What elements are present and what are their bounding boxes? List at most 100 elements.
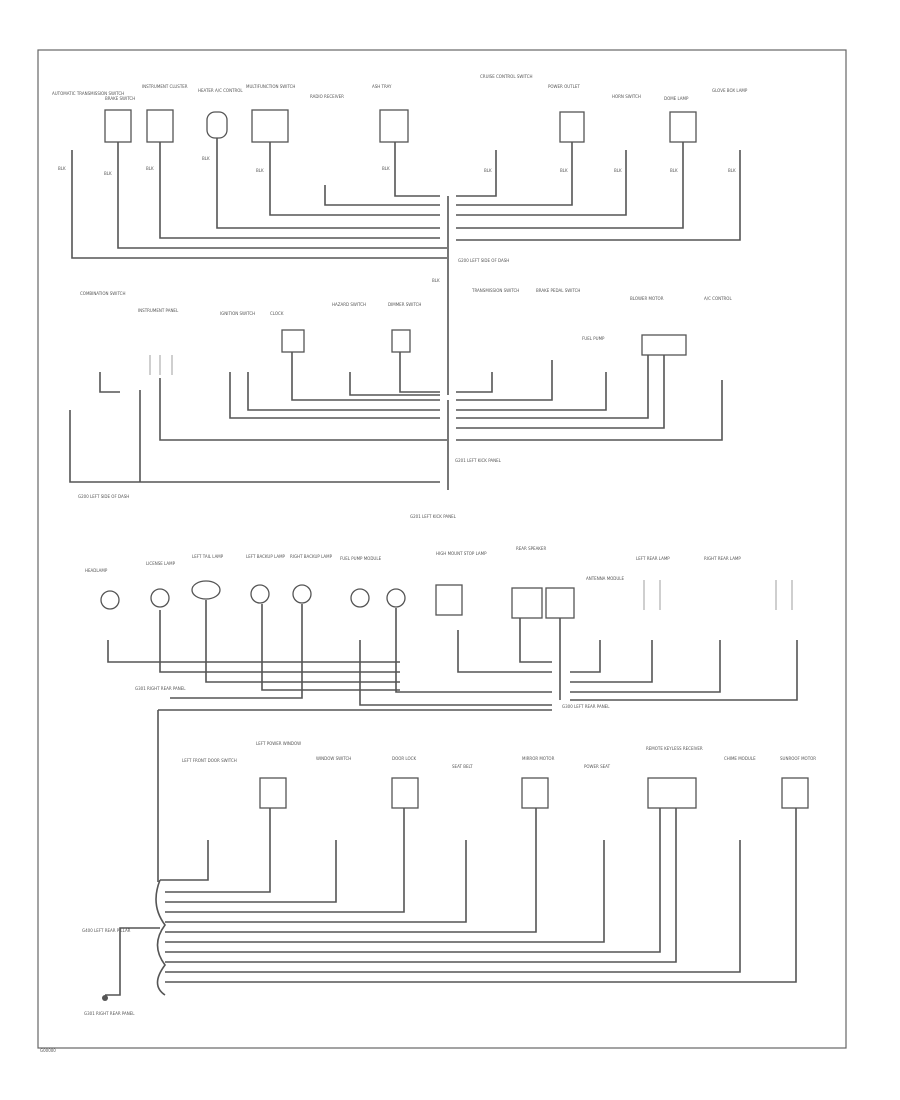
connector-pins — [149, 355, 173, 375]
component-label: BLOWER MOTOR — [630, 296, 664, 301]
component-label: DOOR LOCK — [392, 756, 416, 761]
component-label: DIMMER SWITCH — [388, 302, 421, 307]
wire — [456, 355, 649, 419]
component-label: LEFT POWER WINDOW — [256, 741, 301, 746]
section-4: LEFT FRONT DOOR SWITCH LEFT POWER WINDOW… — [82, 710, 816, 1016]
wire — [160, 840, 209, 881]
wire — [165, 808, 271, 893]
wire — [394, 142, 440, 197]
wire — [359, 640, 552, 706]
ground-point — [102, 995, 108, 1001]
component-label: CLOCK — [270, 311, 284, 316]
wire — [269, 142, 440, 216]
wire-color-label: BLK — [382, 166, 390, 171]
component-label: FUEL PUMP MODULE — [340, 556, 382, 561]
component-label: REMOTE KEYLESS RECEIVER — [646, 746, 703, 751]
component-box — [206, 111, 228, 139]
component-label: WINDOW SWITCH — [316, 756, 351, 761]
wire-color-label: BLK — [728, 168, 736, 173]
component-label: CRUISE CONTROL SWITCH — [480, 74, 533, 79]
diagram-frame — [37, 49, 847, 1049]
wire-color-label: BLK — [58, 166, 66, 171]
wire-color-label: BLK — [146, 166, 154, 171]
component-label: FUEL PUMP — [582, 336, 605, 341]
wire — [456, 142, 684, 229]
component-label: GLOVE BOX LAMP — [712, 88, 748, 93]
component-label: RIGHT BACKUP LAMP — [290, 554, 333, 559]
wire — [71, 150, 447, 259]
wire — [456, 150, 497, 197]
component-label: SUNROOF MOTOR — [780, 756, 816, 761]
wire-color-label: BLK — [256, 168, 264, 173]
lamp-symbol — [292, 584, 312, 604]
component-box — [259, 777, 287, 809]
component-box — [435, 584, 463, 616]
wire — [247, 372, 440, 411]
component-label: RADIO RECEIVER — [310, 94, 344, 99]
ground-label: G200 LEFT SIDE OF DASH — [78, 494, 129, 499]
component-label: POWER SEAT — [584, 764, 611, 769]
component-label: POWER OUTLET — [548, 84, 580, 89]
wire — [117, 142, 447, 249]
wire — [291, 352, 440, 401]
component-label: TRANSMISSION SWITCH — [471, 288, 519, 293]
wire-color-label: BLK — [484, 168, 492, 173]
ground-label: G301 RIGHT REAR PANEL — [135, 686, 186, 691]
ground-label: G200 LEFT SIDE OF DASH — [458, 258, 509, 263]
wire — [456, 150, 741, 241]
component-box — [669, 111, 697, 143]
wire — [69, 390, 440, 483]
component-label: MIRROR MOTOR — [522, 756, 555, 761]
wire — [456, 142, 573, 206]
wire — [165, 808, 797, 983]
lamp-symbol — [191, 580, 221, 600]
component-box — [391, 777, 419, 809]
wire — [229, 372, 440, 419]
component-label: HORN SWITCH — [612, 94, 641, 99]
lamp-symbol — [100, 590, 120, 610]
component-box — [251, 109, 289, 143]
lamp-symbol — [250, 584, 270, 604]
component-label: MULTIFUNCTION SWITCH — [246, 84, 295, 89]
component-box — [559, 111, 585, 143]
wire — [570, 640, 798, 701]
section-2: COMBINATION SWITCH INSTRUMENT PANEL IGNI… — [69, 288, 732, 519]
wire — [165, 840, 467, 923]
component-label: LICENSE LAMP — [146, 561, 176, 566]
wire-color-label: BLK — [202, 156, 210, 161]
wire — [105, 927, 160, 996]
wire — [399, 352, 440, 393]
wire — [519, 618, 552, 663]
wire — [216, 138, 440, 229]
section-3: HEADLAMP LICENSE LAMP LEFT TAIL LAMP LEF… — [85, 546, 798, 711]
component-label: LEFT FRONT DOOR SWITCH — [182, 758, 237, 763]
wire — [165, 808, 405, 913]
ground-label: G300 LEFT REAR PANEL — [562, 704, 610, 709]
component-label: ASH TRAY — [372, 84, 392, 89]
wire — [456, 372, 607, 411]
component-label: HEADLAMP — [85, 568, 108, 573]
section-1: AUTOMATIC TRANSMISSION SWITCH BRAKE SWIT… — [52, 74, 748, 395]
wire — [165, 840, 605, 943]
component-label: HEATER A/C CONTROL — [198, 88, 243, 93]
wire-color-label: BLK — [432, 278, 440, 283]
wire — [570, 640, 653, 683]
component-label: BRAKE SWITCH — [105, 96, 135, 101]
component-label: REAR SPEAKER — [516, 546, 546, 551]
wire — [99, 372, 120, 393]
component-box — [641, 334, 687, 356]
component-box — [511, 587, 543, 619]
wire — [456, 355, 665, 429]
component-label: HAZARD SWITCH — [332, 302, 366, 307]
component-box — [104, 109, 132, 143]
ground-label: G201 LEFT KICK PANEL — [455, 458, 502, 463]
component-label: LEFT BACKUP LAMP — [246, 554, 286, 559]
wire — [205, 600, 400, 683]
component-label: LEFT TAIL LAMP — [192, 554, 224, 559]
lamp-symbol — [386, 588, 406, 608]
component-label: INSTRUMENT PANEL — [138, 308, 179, 313]
component-box — [545, 587, 575, 619]
component-label: RIGHT REAR LAMP — [704, 556, 741, 561]
wire — [395, 608, 552, 693]
